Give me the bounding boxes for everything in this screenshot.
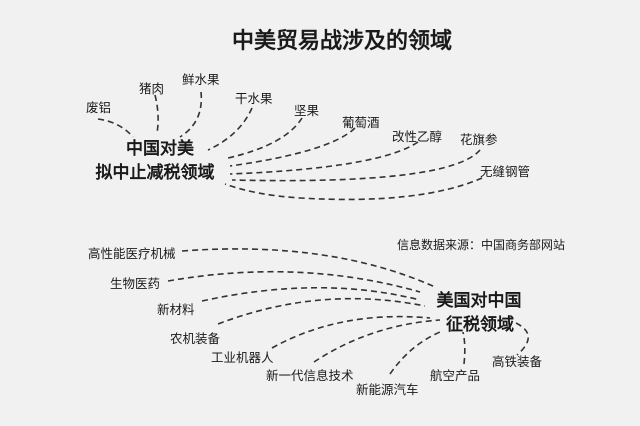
china-item: 鲜水果	[182, 72, 220, 87]
link-zhurou	[154, 94, 159, 134]
china-items: 废铝 猪肉 鲜水果 干水果 坚果 葡萄酒 改性乙醇 花旗参 无缝钢管	[86, 72, 530, 179]
source-note: 信息数据来源：中国商务部网站	[397, 237, 565, 252]
us-links	[167, 248, 530, 375]
link-5	[271, 315, 431, 349]
link-gaixingyichun	[229, 141, 419, 175]
link-putaojiu	[229, 127, 356, 167]
diagram-title: 中美贸易战涉及的领域	[232, 28, 452, 54]
us-item: 高铁装备	[492, 354, 543, 369]
us-item: 农机装备	[170, 331, 221, 346]
china-item: 猪肉	[139, 81, 164, 96]
china-links	[97, 91, 483, 201]
link-feilv	[97, 118, 134, 138]
us-hub-line1: 美国对中国	[437, 290, 522, 311]
link-8	[462, 331, 466, 365]
china-item: 坚果	[294, 103, 320, 118]
china-item: 葡萄酒	[342, 115, 380, 130]
us-item: 新材料	[157, 302, 195, 317]
us-item: 高性能医疗机械	[88, 246, 176, 261]
us-item: 航空产品	[430, 368, 480, 383]
us-item: 新一代信息技术	[266, 368, 354, 383]
us-item: 工业机器人	[211, 350, 274, 365]
us-hub-line2: 征税领域	[446, 314, 514, 335]
link-7	[389, 331, 441, 375]
link-2	[167, 270, 421, 293]
link-4	[217, 297, 426, 325]
link-9	[515, 322, 530, 356]
us-item: 生物医药	[110, 276, 160, 291]
link-3	[201, 286, 421, 302]
china-item: 改性乙醇	[392, 129, 442, 144]
china-hub-line2: 拟中止减税领域	[96, 162, 215, 183]
us-item: 新能源汽车	[356, 382, 419, 397]
link-wufenggangguan	[224, 177, 483, 201]
china-item: 干水果	[235, 91, 273, 106]
link-ganshuiguo	[207, 107, 253, 151]
us-items: 高性能医疗机械 生物医药 新材料 农机装备 工业机器人 新一代信息技术 新能源汽…	[88, 246, 543, 397]
china-hub-line1: 中国对美	[126, 138, 195, 159]
link-xianshuiguo	[179, 91, 203, 138]
link-huaqishen	[231, 149, 481, 182]
link-6	[313, 319, 441, 363]
link-jianguo	[227, 117, 303, 159]
china-item: 废铝	[86, 100, 111, 115]
china-item: 花旗参	[460, 132, 498, 147]
china-item: 无缝钢管	[480, 164, 530, 179]
